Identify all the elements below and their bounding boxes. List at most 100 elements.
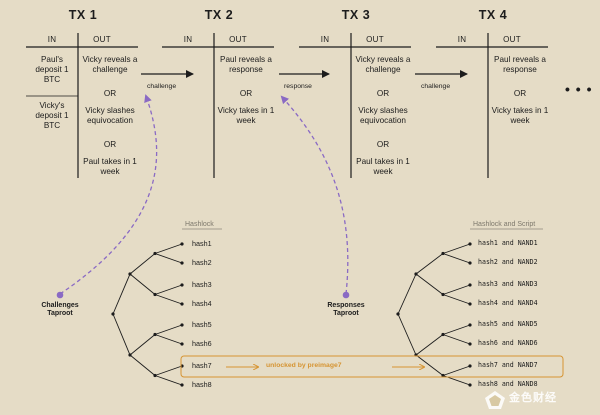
tx2-output-2: Vicky takes in 1 week [217,106,275,125]
tree-node [153,332,157,337]
purple-arc-challenges [59,94,158,295]
purple-arc-responses [280,95,349,295]
left-leaf: hash4 [192,299,212,308]
tree-branch [154,284,183,295]
tx4-in-header: IN [457,35,467,44]
tree-node [180,342,184,346]
challenges-taproot-label: Challenges Taproot [41,302,79,317]
tree-node [180,261,184,265]
tx3-output-or-1: OR [376,89,390,98]
tx3-output-1: Vicky reveals a challenge [355,55,411,74]
tx1-title: TX 1 [68,8,98,22]
tree-node [441,292,445,297]
tree-branch [154,294,183,305]
tx2-table-lines [162,33,274,178]
tx2-out-header: OUT [229,35,247,44]
tree-node [180,383,184,387]
tx3-title: TX 3 [341,8,371,22]
tree-branch [154,324,183,335]
tree-node [468,364,472,368]
tree-branch [129,334,156,356]
tree-branch [442,324,471,335]
tx1-table-lines [26,33,138,178]
tree-node [153,251,157,256]
tx2-title: TX 2 [204,8,234,22]
tx1-output-2: Vicky slashes equivocation [85,106,135,125]
tx4-output-1: Paul reveals a response [494,55,546,74]
tree-node [441,373,445,378]
tree-node [414,272,418,276]
tx3-output-2: Vicky slashes equivocation [358,106,408,125]
tree-branch [442,243,471,254]
tree-branch [129,273,156,295]
hashlock-tree-branches [111,242,184,387]
tree-node [468,342,472,346]
tx3-in-header: IN [320,35,330,44]
responses-taproot-label: Responses Taproot [327,302,365,317]
tree-branch [154,243,183,254]
tree-node [128,272,132,276]
hash7-highlight-box [180,355,564,378]
responses-root-dot [342,291,350,299]
tree-branch [129,354,156,376]
continuation-dots: • • • [565,81,593,97]
tx4-output-or: OR [513,89,527,98]
watermark-text: 金色财经 [509,392,557,404]
left-leaf: hash6 [192,339,212,348]
tx1-in-header: IN [47,35,57,44]
tree-node [180,283,184,287]
tree-node [396,312,400,316]
tree-node [153,373,157,378]
tree-branch [442,253,471,264]
tx4-title: TX 4 [478,8,508,22]
tree-branch [442,284,471,295]
arrow-label-response: response [284,83,312,90]
tree-branch [415,334,444,356]
left-leaf: hash2 [192,258,212,267]
tree-branch [112,313,131,356]
tree-node [468,242,472,246]
tree-branch [415,273,444,295]
tree-node [468,323,472,327]
left-leaf: hash8 [192,380,212,389]
tree-branch [129,253,156,275]
tree-node [128,353,132,357]
tree-node [111,312,115,316]
left-leaf: hash3 [192,280,212,289]
tx1-output-3: Paul takes in 1 week [83,157,137,176]
challenges-root-dot [56,291,64,299]
tree-node [441,251,445,256]
tx3-out-header: OUT [366,35,384,44]
right-leaf: hash2 and NAND2 [478,258,538,266]
tree-node [468,283,472,287]
arrow-label-challenge-1: challenge [147,83,177,90]
right-leaf-hash7: hash7 and NAND7 [478,361,538,369]
right-leaf: hash6 and NAND6 [478,339,538,347]
hashlock-tree-title: Hashlock [185,221,214,228]
tree-branch [442,365,471,376]
right-leaf: hash3 and NAND3 [478,280,538,288]
hashlock-script-tree-title: Hashlock and Script [473,221,536,228]
tx1-output-or-2: OR [103,140,117,149]
tree-node [180,242,184,246]
tx3-output-or-2: OR [376,140,390,149]
tx3-table-lines [299,33,411,178]
tree-branch [112,273,131,315]
right-leaf: hash5 and NAND5 [478,320,538,328]
tree-branch [397,273,417,315]
tree-branch [442,334,471,345]
watermark-logo-icon [485,391,505,409]
hashlock-script-tree-branches [396,242,472,387]
tx4-table-lines [436,33,548,178]
unlocked-by-preimage-label: unlocked by preimage7 [266,362,342,369]
tx3-output-3: Paul takes in 1 week [356,157,410,176]
tx1-output-or-1: OR [103,89,117,98]
tx1-out-header: OUT [93,35,111,44]
tree-node [468,261,472,265]
tree-branch [154,375,183,386]
tx1-input-paul: Paul's deposit 1 BTC [35,55,69,84]
tx1-output-1: Vicky reveals a challenge [82,55,138,74]
tree-node [468,383,472,387]
tree-branch [415,253,444,275]
